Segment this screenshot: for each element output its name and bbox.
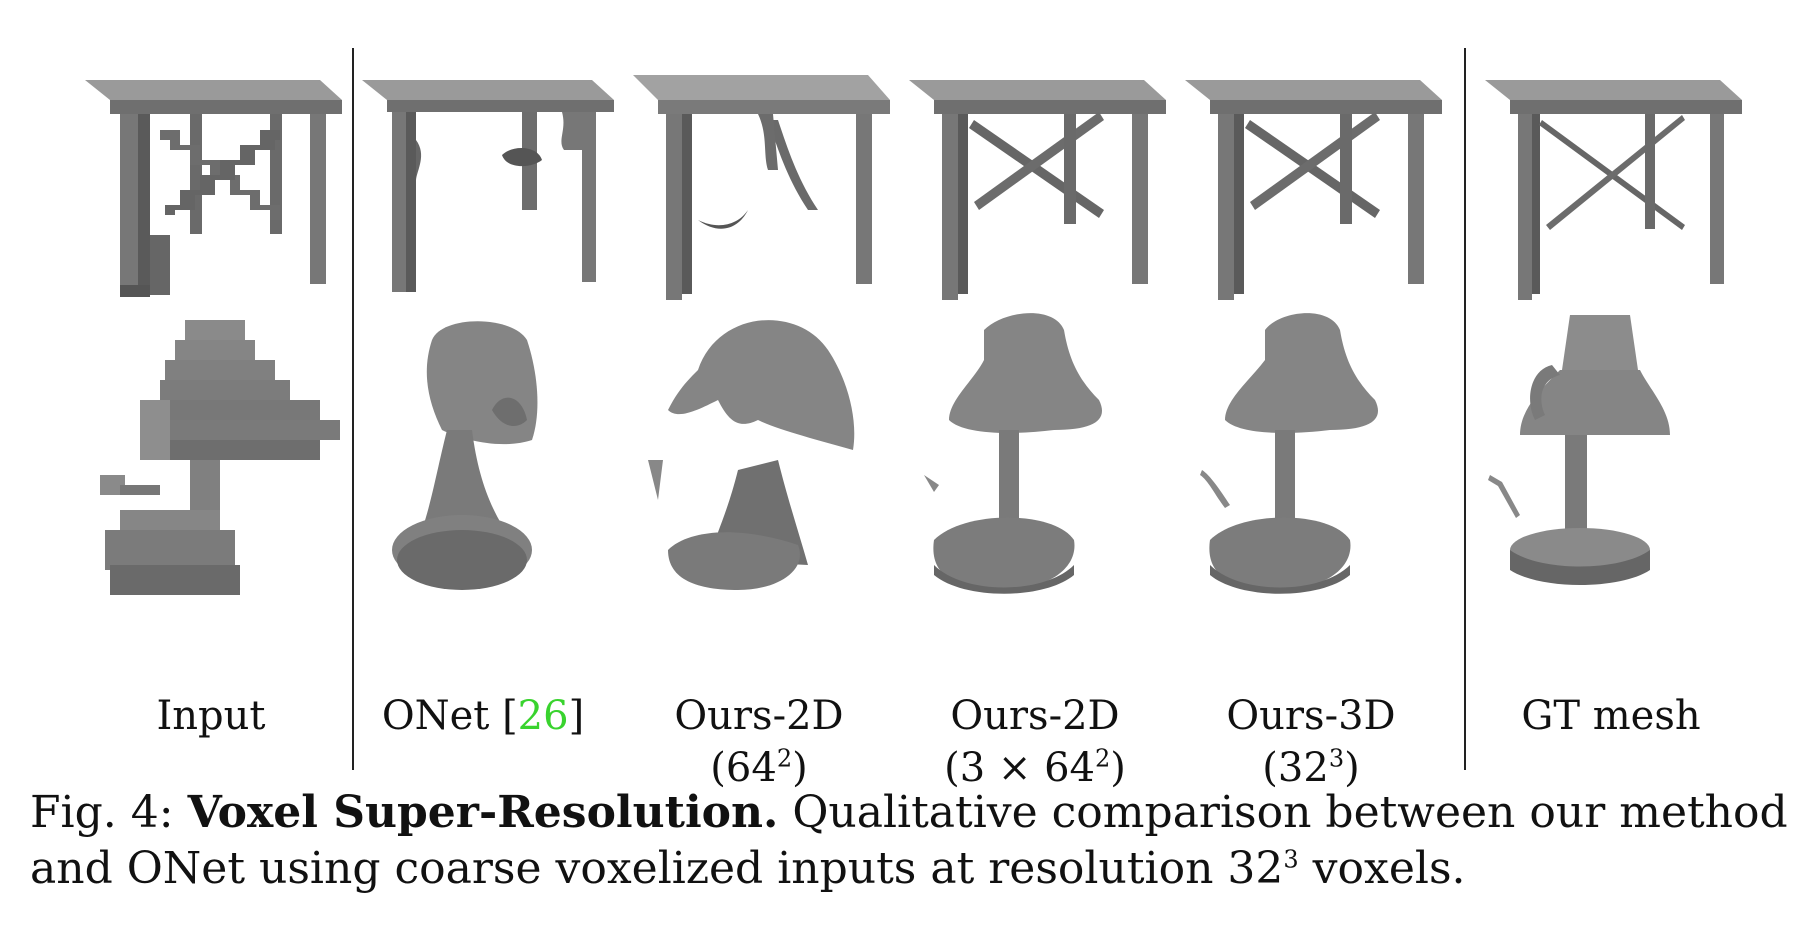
- figure-caption: Fig. 4: Voxel Super-Resolution. Qualitat…: [30, 785, 1790, 897]
- resolution-close: ): [792, 745, 808, 791]
- divider-right: [1464, 48, 1466, 770]
- resolution-close: ): [1110, 745, 1126, 791]
- column-name: Input: [156, 693, 266, 739]
- resolution-close: ): [1344, 745, 1360, 791]
- lamp-ours-3d-render: [1200, 313, 1378, 594]
- resolution-base: (32: [1262, 745, 1329, 791]
- table-ours-2d-64-render: [633, 75, 890, 300]
- table-gt-render: [1485, 80, 1742, 300]
- column-resolution: (642): [628, 742, 890, 794]
- column-resolution: (3 × 642): [904, 742, 1166, 794]
- column-label: Ours-2D (642): [628, 690, 890, 794]
- resolution-base: (3 × 64: [944, 745, 1095, 791]
- caption-text: Qualitative comparison between our metho…: [30, 787, 1788, 894]
- column-label: ONet [26]: [352, 690, 614, 742]
- column-name: Ours-3D: [1226, 693, 1396, 739]
- resolution-exponent: 2: [1095, 744, 1111, 773]
- column-name: GT mesh: [1521, 693, 1701, 739]
- resolution-base: (64: [710, 745, 777, 791]
- column-ours-2d-3x64: Ours-2D (3 × 642): [904, 40, 1166, 791]
- column-label: Ours-2D (3 × 642): [904, 690, 1166, 794]
- citation-link[interactable]: 26: [517, 693, 569, 739]
- column-input: Input: [80, 40, 342, 780]
- caption-title: Voxel Super-Resolution.: [187, 787, 779, 838]
- divider-left: [352, 48, 354, 770]
- lamp-voxel-render: [100, 320, 340, 595]
- column-name: ONet [: [381, 693, 518, 739]
- figure: Input ONet [26]: [80, 40, 1742, 791]
- caption-exponent: 3: [1283, 845, 1299, 874]
- lamp-gt-render: [1488, 315, 1670, 585]
- column-label: GT mesh: [1480, 690, 1742, 742]
- resolution-exponent: 3: [1328, 744, 1345, 773]
- column-gt-mesh: GT mesh: [1480, 40, 1742, 780]
- column-name: Ours-2D: [950, 693, 1120, 739]
- table-onet-render: [362, 80, 614, 292]
- lamp-ours-2d-3x64-render: [924, 313, 1102, 594]
- column-onet: ONet [26]: [352, 40, 614, 780]
- column-label: Input: [80, 690, 342, 742]
- table-ours-2d-3x64-render: [909, 80, 1166, 300]
- table-voxel-render: [85, 80, 342, 297]
- lamp-onet-render: [392, 321, 538, 590]
- figure-number: Fig. 4:: [30, 787, 174, 838]
- citation-close: ]: [568, 693, 585, 739]
- column-label: Ours-3D (323): [1180, 690, 1442, 794]
- column-resolution: (323): [1180, 742, 1442, 794]
- column-ours-3d: Ours-3D (323): [1180, 40, 1442, 791]
- caption-text-end: voxels.: [1312, 843, 1466, 894]
- column-name: Ours-2D: [674, 693, 844, 739]
- table-ours-3d-render: [1185, 80, 1442, 300]
- lamp-ours-2d-64-render: [648, 320, 855, 590]
- column-ours-2d-64: Ours-2D (642): [628, 40, 890, 791]
- resolution-exponent: 2: [776, 744, 793, 773]
